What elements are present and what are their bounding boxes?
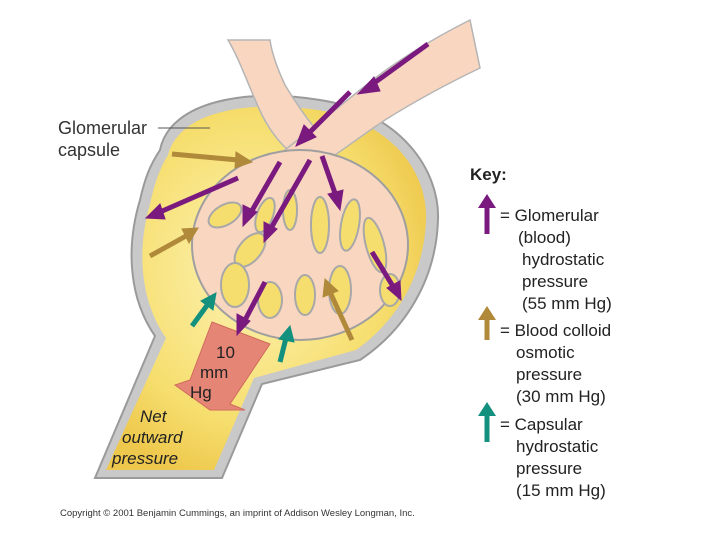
net-label-line3: pressure (111, 449, 178, 468)
key-colloid: = Blood colloid osmotic pressure (30 mm … (478, 306, 611, 406)
key-capsular-line3: pressure (516, 459, 582, 478)
net-value-ten: 10 (216, 343, 235, 362)
up-arrow-icon (478, 194, 496, 208)
glomerular-pressure-arrows (144, 41, 430, 337)
key-colloid-line4: (30 mm Hg) (516, 387, 606, 406)
net-value-hg: Hg (190, 383, 212, 402)
key-glomerular-line2: (blood) (518, 228, 571, 247)
key-legend: Key: = Glomerular (blood) hydrostatic pr… (470, 165, 612, 500)
net-label-line1: Net (140, 407, 168, 426)
net-value-mm: mm (200, 363, 228, 382)
key-glomerular-line4: pressure (522, 272, 588, 291)
net-outward-pressure-arrow (173, 321, 271, 411)
capsule-label-line2: capsule (58, 140, 120, 160)
key-glomerular-line5: (55 mm Hg) (522, 294, 612, 313)
colloid-pressure-arrows (148, 151, 355, 342)
up-arrow-icon (478, 306, 496, 320)
copyright-text: Copyright © 2001 Benjamin Cummings, an i… (60, 508, 415, 519)
key-glomerular: = Glomerular (blood) hydrostatic pressur… (478, 194, 612, 313)
capsule-label-line1: Glomerular (58, 118, 147, 138)
key-title: Key: (470, 165, 507, 184)
net-label-line2: outward (122, 428, 183, 447)
key-glomerular-line1: = Glomerular (500, 206, 599, 225)
key-colloid-line2: osmotic (516, 343, 575, 362)
key-colloid-line3: pressure (516, 365, 582, 384)
key-capsular-line4: (15 mm Hg) (516, 481, 606, 500)
key-capsular-line2: hydrostatic (516, 437, 599, 456)
key-colloid-line1: = Blood colloid (500, 321, 611, 340)
capsular-pressure-arrows (189, 292, 295, 363)
key-capsular-line1: = Capsular (500, 415, 583, 434)
up-arrow-icon (478, 402, 496, 416)
key-glomerular-line3: hydrostatic (522, 250, 605, 269)
key-capsular: = Capsular hydrostatic pressure (15 mm H… (478, 402, 606, 500)
